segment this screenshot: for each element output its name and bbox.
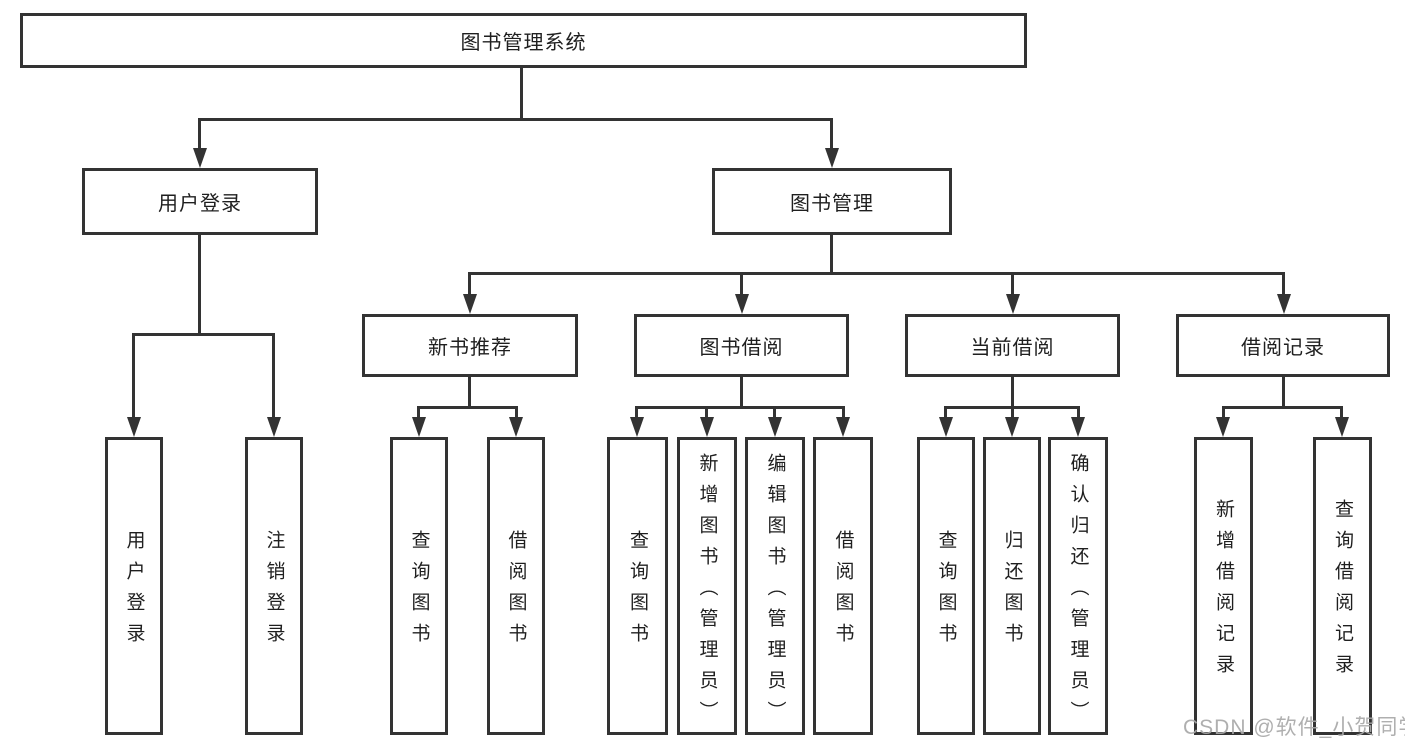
leaf-query-books-current: 查询图书 [917,437,975,735]
node-book-borrowing: 图书借阅 [634,314,849,377]
connector-arrowhead [193,148,207,168]
leaf-borrow-books-recommend: 借阅图书 [487,437,545,735]
connector-arrowhead [267,417,281,437]
node-library-management-system: 图书管理系统 [20,13,1027,68]
connector-drop [1222,406,1225,420]
connector-hline [1222,406,1343,409]
node-new-book-recommendation: 新书推荐 [362,314,578,377]
leaf-label: 查询图书 [627,530,648,654]
node-label: 借阅记录 [1241,337,1325,359]
connector-drop [635,406,638,420]
connector-arrowhead [1071,417,1085,437]
connector-drop [1282,272,1285,298]
leaf-query-borrow-record: 查询借阅记录 [1313,437,1372,735]
connector-drop [842,406,845,420]
leaf-label: 注销登录 [263,530,285,654]
connector-arrowhead [825,148,839,168]
connector-hline [417,406,518,409]
connector-drop [272,333,275,421]
connector-drop [132,333,135,421]
node-label: 图书管理 [790,193,874,215]
connector-stem [830,235,833,275]
connector-hline [635,406,845,409]
leaf-label: 借阅图书 [505,530,527,654]
leaf-add-books-admin: 新增图书（管理员） [677,437,737,735]
connector-level3-hline [468,272,1285,275]
leaf-label: 归还图书 [1001,530,1023,654]
leaf-label: 编辑图书（管理员） [764,452,786,732]
connector-stem [198,235,201,335]
connector-arrowhead [127,417,141,437]
leaf-query-books-borrowing: 查询图书 [607,437,668,735]
connector-stem [468,377,471,409]
node-label: 用户登录 [158,193,242,215]
leaf-logout: 注销登录 [245,437,303,735]
connector-arrowhead [939,417,953,437]
leaf-confirm-return-admin: 确认归还（管理员） [1048,437,1108,735]
connector-drop [1340,406,1343,420]
leaf-label: 借阅图书 [832,530,854,654]
connector-drop [830,118,833,152]
connector-arrowhead [700,417,714,437]
node-label: 当前借阅 [970,337,1055,359]
connector-drop [417,406,420,420]
node-current-borrowing: 当前借阅 [905,314,1120,377]
connector-arrowhead [836,417,850,437]
connector-drop [705,406,708,420]
connector-hline [132,333,275,336]
connector-arrowhead [1006,294,1020,314]
leaf-label: 确认归还（管理员） [1067,452,1089,732]
leaf-add-borrow-record: 新增借阅记录 [1194,437,1253,735]
connector-arrowhead [630,417,644,437]
connector-drop [1011,406,1014,420]
leaf-borrow-books-borrowing: 借阅图书 [813,437,873,735]
connector-arrowhead [412,417,426,437]
connector-arrowhead [1005,417,1019,437]
leaf-label: 查询图书 [408,530,430,654]
connector-stem [1282,377,1285,409]
leaf-label: 新增借阅记录 [1213,499,1234,685]
node-book-management: 图书管理 [712,168,952,235]
connector-drop [468,272,471,298]
leaf-label: 查询图书 [935,530,957,654]
leaf-edit-books-admin: 编辑图书（管理员） [745,437,805,735]
connector-stem [740,377,743,409]
connector-drop [740,272,743,298]
leaf-label: 新增图书（管理员） [696,452,718,732]
connector-level2-hline [198,118,833,121]
connector-arrowhead [768,417,782,437]
connector-drop [1077,406,1080,420]
connector-drop [773,406,776,420]
connector-arrowhead [1277,294,1291,314]
connector-arrowhead [463,294,477,314]
leaf-return-books: 归还图书 [983,437,1041,735]
node-user-login: 用户登录 [82,168,318,235]
connector-arrowhead [1216,417,1230,437]
connector-drop [1011,272,1014,298]
connector-arrowhead [735,294,749,314]
connector-drop [198,118,201,152]
connector-drop [944,406,947,420]
node-borrowing-records: 借阅记录 [1176,314,1390,377]
connector-root-stem [520,68,523,121]
connector-drop [515,406,518,420]
leaf-query-books-recommend: 查询图书 [390,437,448,735]
connector-arrowhead [509,417,523,437]
leaf-user-login: 用户登录 [105,437,163,735]
leaf-label: 查询借阅记录 [1332,499,1353,685]
node-label: 图书管理系统 [460,32,587,54]
connector-arrowhead [1335,417,1349,437]
node-label: 新书推荐 [428,337,512,359]
connector-stem [1011,377,1014,409]
leaf-label: 用户登录 [123,530,145,654]
csdn-watermark: CSDN @软件_小贺同学 [1183,716,1405,739]
node-label: 图书借阅 [699,337,784,359]
